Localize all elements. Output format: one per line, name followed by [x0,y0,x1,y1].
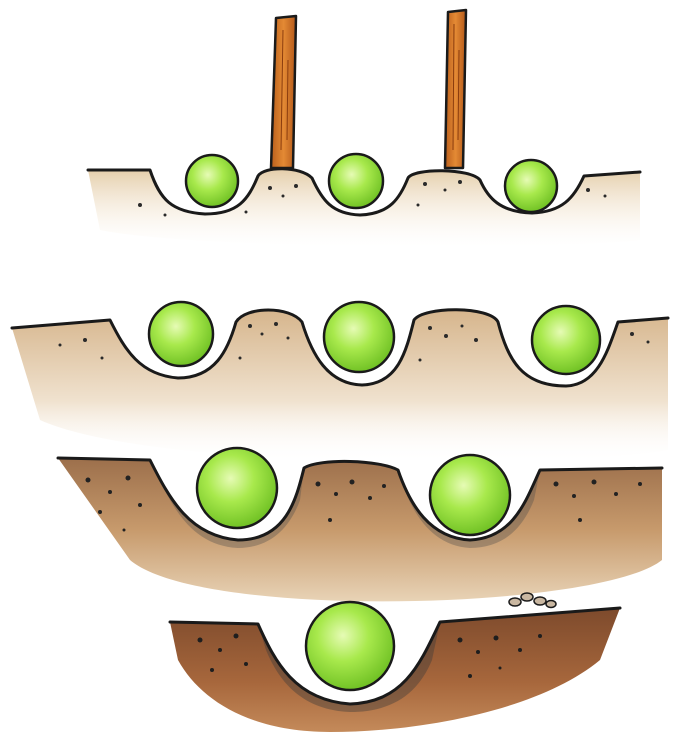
row-3 [58,448,662,601]
row-4 [170,593,620,732]
plant-stake [271,16,296,168]
pea-seed [149,302,213,366]
soil-band [58,458,662,601]
pea-seed [324,302,394,372]
row-1 [88,10,640,247]
plant-stake [445,10,466,168]
row-2 [12,302,668,462]
pea-seed [306,602,394,690]
pea-seed [430,455,510,535]
pea-seed [197,448,277,528]
pea-seed [329,154,383,208]
pea-seed [532,306,600,374]
pea-seed [505,160,557,212]
pea-seed [186,155,238,207]
soil-band [170,608,620,732]
